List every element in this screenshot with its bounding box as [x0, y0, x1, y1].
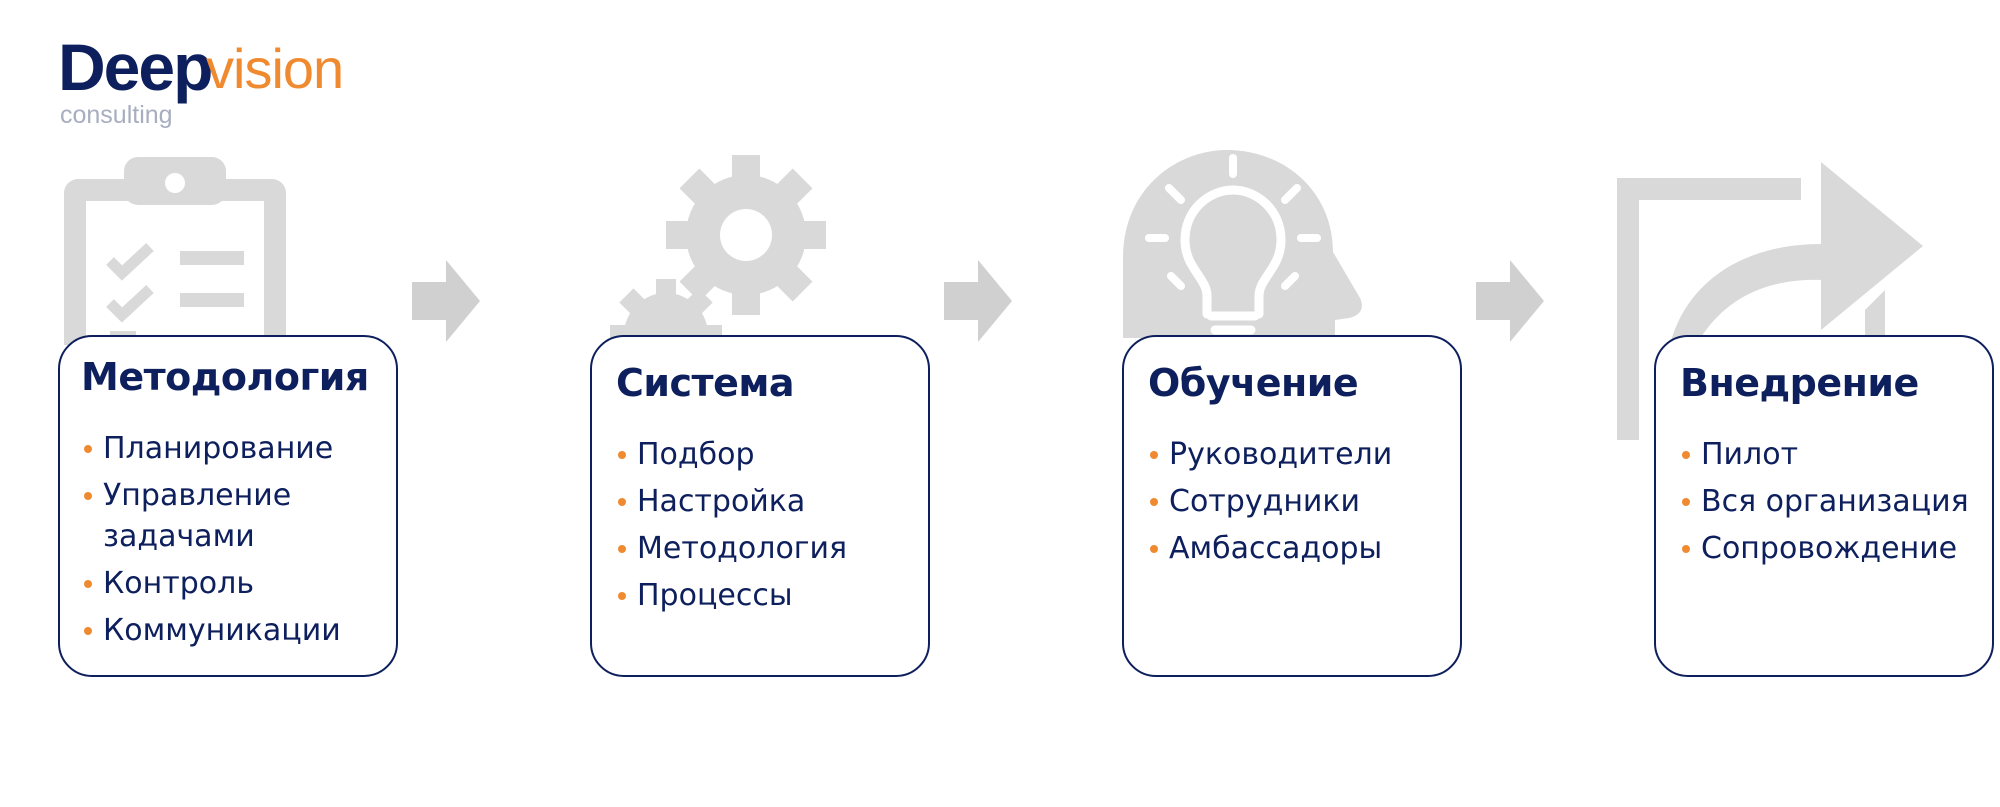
step-card-list: Пилот Вся организация Сопровождение: [1680, 434, 1969, 575]
step-card-training: Обучение Руководители Сотрудники Амбасса…: [1122, 335, 1462, 677]
step-card-list: Руководители Сотрудники Амбассадоры: [1148, 434, 1392, 575]
list-item: Амбассадоры: [1148, 528, 1392, 569]
step-arrow-2: [944, 260, 1012, 342]
list-item: Пилот: [1680, 434, 1969, 475]
logo-vision-text: vision: [206, 37, 344, 100]
step-card-implementation: Внедрение Пилот Вся организация Сопровож…: [1654, 335, 1994, 677]
step-card-system: Система Подбор Настройка Методология Про…: [590, 335, 930, 677]
step-card-list: Планирование Управление задачами Контрол…: [82, 428, 341, 657]
logo-deep-text: Deep: [58, 30, 213, 104]
head-lightbulb-icon: [1123, 150, 1362, 338]
step-arrow-3: [1476, 260, 1544, 342]
list-item: Сотрудники: [1148, 481, 1392, 522]
step-card-list: Подбор Настройка Методология Процессы: [616, 434, 847, 622]
step-card-title: Система: [616, 361, 795, 405]
list-item: Подбор: [616, 434, 847, 475]
step-arrow-1: [412, 260, 480, 342]
step-card-title: Внедрение: [1680, 361, 1919, 405]
list-item: Коммуникации: [82, 610, 341, 651]
logo-consulting-text: consulting: [60, 101, 173, 129]
step-card-title: Методология: [81, 355, 369, 399]
step-card-methodology: Методология Планирование Управление зада…: [58, 335, 398, 677]
list-item: Настройка: [616, 481, 847, 522]
deepvision-logo: Deep vision consulting: [58, 30, 358, 130]
list-item: Руководители: [1148, 434, 1392, 475]
gears-icon: [610, 155, 826, 345]
clipboard-checklist-icon: [64, 157, 286, 345]
step-card-title: Обучение: [1148, 361, 1359, 405]
list-item: Управление задачами: [82, 475, 341, 557]
list-item: Планирование: [82, 428, 341, 469]
list-item: Сопровождение: [1680, 528, 1969, 569]
list-item: Контроль: [82, 563, 341, 604]
list-item: Вся организация: [1680, 481, 1969, 522]
list-item: Процессы: [616, 575, 847, 616]
list-item: Методология: [616, 528, 847, 569]
